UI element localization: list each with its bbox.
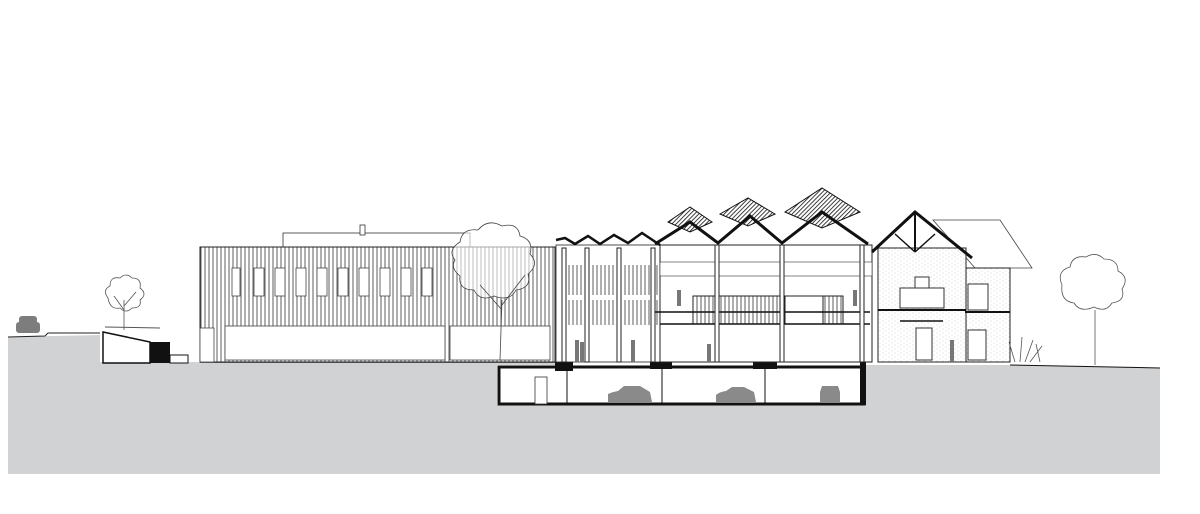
retaining-wall [102, 326, 189, 364]
colonnade-building [555, 231, 661, 363]
ground-mass [8, 335, 1160, 474]
tree-icon [1059, 254, 1126, 365]
person-silhouette-icon [575, 340, 635, 362]
tree-icon [451, 222, 535, 361]
zigzag-roof [555, 231, 661, 247]
gable-roof [654, 210, 869, 246]
tree-icon [105, 274, 145, 330]
left-building-windows [199, 267, 551, 363]
ground-line [7, 332, 100, 338]
person-silhouette-icon [950, 340, 954, 362]
car-silhouette-icon [608, 386, 840, 402]
person-silhouette-icon [677, 290, 857, 362]
basement-car-park [497, 362, 866, 406]
brick-house [870, 210, 1033, 363]
ground-line-right [1009, 364, 1161, 369]
central-hall [654, 187, 873, 363]
shrub-icon [1008, 336, 1043, 363]
car-silhouette-icon [16, 316, 40, 333]
